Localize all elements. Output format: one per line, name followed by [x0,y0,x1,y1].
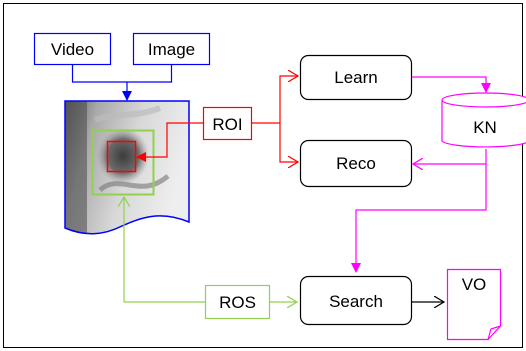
learn-box [299,54,413,101]
roi-box [202,106,253,141]
ros-label: ROS [219,293,256,312]
roi-to-reco-arrow [279,123,298,162]
roi-to-region-arrow [136,122,203,162]
search-box [299,275,413,326]
reco-label: Reco [336,154,376,173]
roi-label: ROI [212,115,242,134]
image-box [132,32,211,66]
reco-box [299,139,413,188]
ros-box [204,284,271,320]
vo-label: VO [462,275,487,294]
input-merge-line [71,65,173,83]
learn-to-kn-arrow [412,76,491,93]
kn-database [441,92,526,148]
kn-label: KN [473,118,497,137]
image-label: Image [148,40,195,59]
roi-region [106,140,137,173]
video-label: Video [51,40,94,59]
roi-to-learn-arrow [279,76,298,123]
image-document [64,100,190,235]
vo-document [446,268,502,341]
ros-region [91,129,155,196]
search-label: Search [329,292,383,311]
video-box [33,32,112,66]
learn-label: Learn [334,68,377,87]
kn-to-search-arrow [351,164,487,273]
